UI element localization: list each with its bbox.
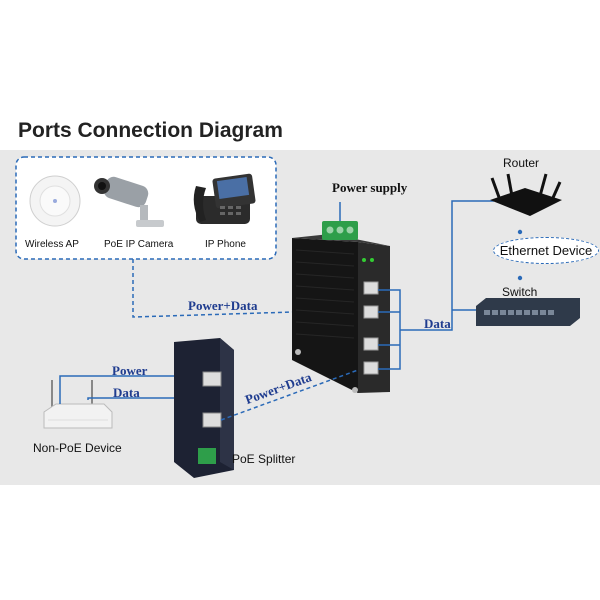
link-data-right [378, 200, 494, 370]
wireless-ap-label: Wireless AP [25, 239, 79, 250]
page-title: Ports Connection Diagram [18, 119, 283, 142]
power-left-label: Power [112, 363, 148, 378]
power-data-top-label: Power+Data [188, 298, 258, 313]
switch-icon [476, 298, 580, 326]
wireless-ap-icon [29, 175, 81, 227]
router-label: Router [503, 156, 540, 170]
ip-camera-label: PoE IP Camera [104, 239, 174, 250]
non-poe-device-label: Non-PoE Device [33, 441, 122, 455]
poe-injector-icon [292, 234, 390, 393]
poe-splitter-label: PoE Splitter [232, 452, 296, 466]
ip-camera-icon [94, 176, 164, 227]
non-poe-device-icon [43, 380, 113, 429]
ip-phone-icon [193, 173, 256, 224]
data-right-label: Data [424, 316, 451, 331]
switch-label: Switch [502, 285, 538, 299]
power-terminal-icon [322, 221, 358, 240]
poe-splitter-icon [174, 338, 234, 478]
router-icon [490, 173, 562, 216]
link-power-data-top [132, 259, 359, 318]
ethernet-device-label: Ethernet Device [493, 237, 599, 264]
link-power-data-splitter [220, 369, 359, 421]
power-supply-label: Power supply [332, 180, 408, 195]
ip-phone-label: IP Phone [205, 239, 246, 250]
link-power-left [59, 375, 200, 380]
data-left-label: Data [113, 385, 140, 400]
